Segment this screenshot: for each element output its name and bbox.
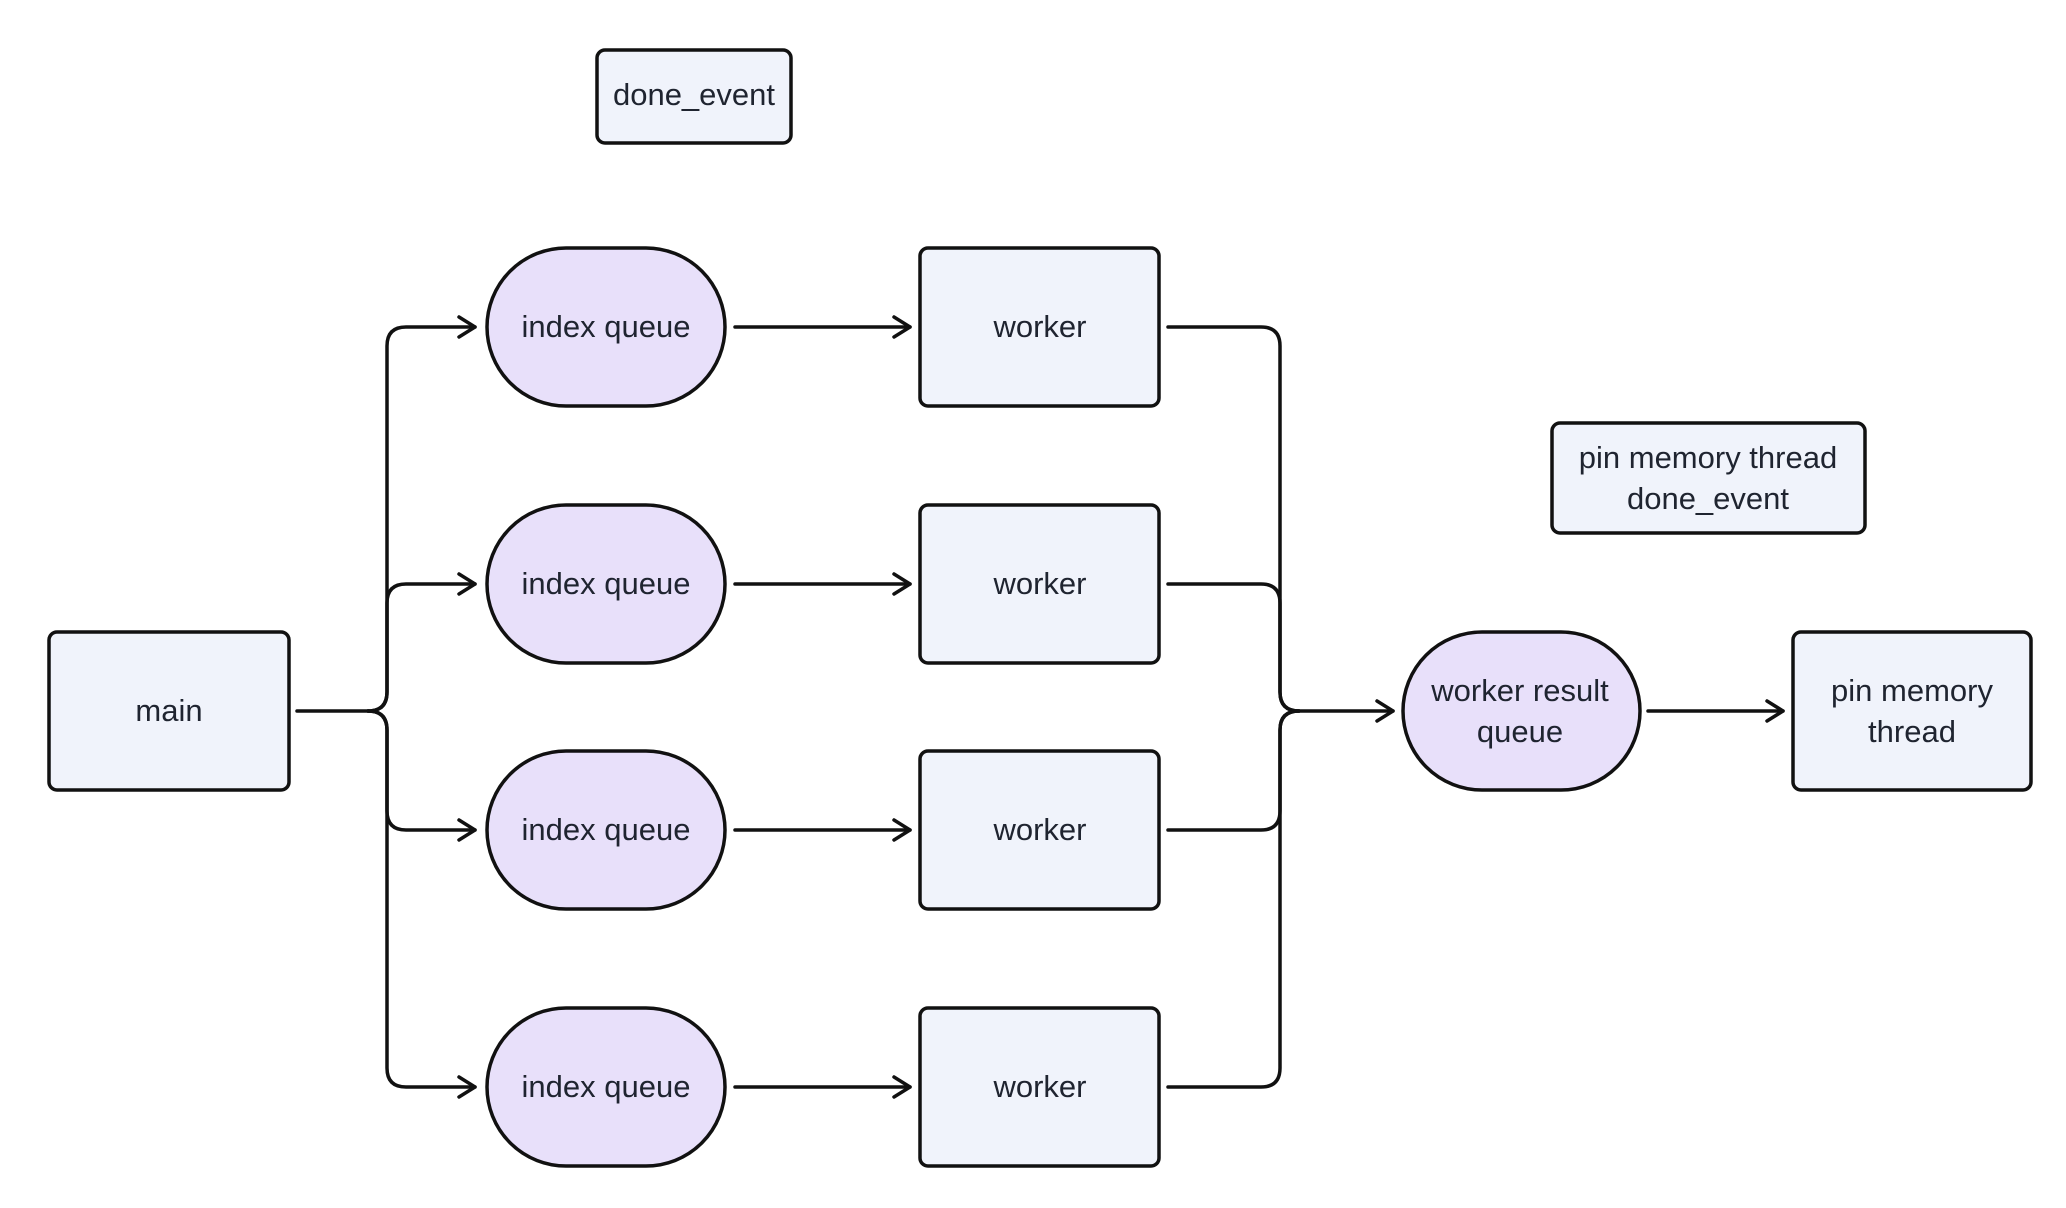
edge-main-to-index-queue-2 xyxy=(366,572,477,713)
pin-memory-thread-line2: thread xyxy=(1868,714,1956,749)
index-queue-1: index queue xyxy=(485,246,727,408)
worker-1-label: worker xyxy=(992,309,1086,344)
pin-memory-thread-box: pin memory thread xyxy=(1791,630,2033,792)
index-queue-1-label: index queue xyxy=(522,309,691,344)
worker-4-box: worker xyxy=(918,1006,1161,1168)
worker-2-label: worker xyxy=(992,566,1086,601)
index-queue-3: index queue xyxy=(485,749,727,911)
done-event-box: done_event xyxy=(595,48,793,145)
index-queue-2: index queue xyxy=(485,503,727,665)
worker-2-box: worker xyxy=(918,503,1161,665)
edge-main-to-index-queue-3 xyxy=(366,709,477,842)
index-queue-2-label: index queue xyxy=(522,566,691,601)
worker-3-label: worker xyxy=(992,812,1086,847)
worker-result-queue-line1: worker result xyxy=(1430,673,1609,708)
done-event-label: done_event xyxy=(613,77,775,112)
pin-memory-done-event-line2: done_event xyxy=(1627,481,1789,516)
worker-3-box: worker xyxy=(918,749,1161,911)
edge-worker-4-to-result-queue xyxy=(1166,709,1301,1089)
pin-memory-thread-line1: pin memory xyxy=(1831,673,1993,708)
main-box: main xyxy=(47,630,291,792)
worker-result-queue: worker result queue xyxy=(1401,630,1642,792)
main-label: main xyxy=(135,693,202,728)
worker-result-queue-line2: queue xyxy=(1477,714,1563,749)
index-queue-3-label: index queue xyxy=(522,812,691,847)
index-queue-4-label: index queue xyxy=(522,1069,691,1104)
edge-main-to-index-queue-4 xyxy=(366,709,477,1099)
index-queue-4: index queue xyxy=(485,1006,727,1168)
worker-1-box: worker xyxy=(918,246,1161,408)
pin-memory-done-event-box: pin memory thread done_event xyxy=(1550,421,1867,535)
pin-memory-done-event-line1: pin memory thread xyxy=(1579,440,1837,475)
worker-4-label: worker xyxy=(992,1069,1086,1104)
edge-worker-2-to-result-queue xyxy=(1166,582,1301,713)
